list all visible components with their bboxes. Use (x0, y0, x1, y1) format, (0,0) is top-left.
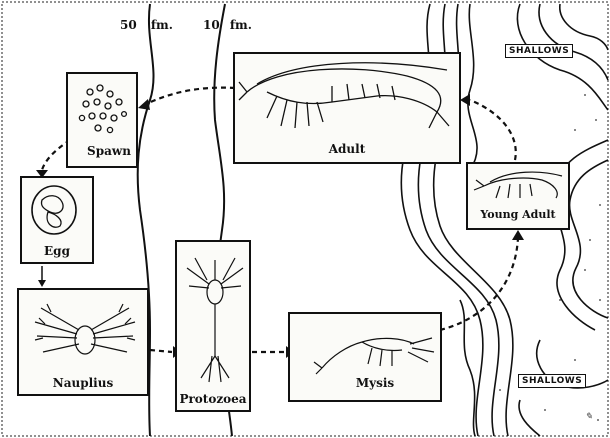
stage-box-young-adult: Young Adult (466, 162, 570, 230)
shallows-label-bottom: SHALLOWS (518, 374, 586, 388)
arrow-egg-to-nauplius-head (38, 280, 46, 287)
stage-box-egg: Egg (20, 176, 94, 264)
arrow-adult-to-spawn (142, 88, 235, 106)
stage-label-mysis: Mysis (310, 376, 440, 390)
young-adult-shrimp-icon (470, 166, 570, 210)
depth-unit-50: fm. (151, 18, 173, 32)
stage-label-young-adult: Young Adult (468, 208, 568, 221)
stage-box-nauplius: Nauplius (17, 288, 149, 396)
depth-unit-10: fm. (230, 18, 252, 32)
stage-label-protozoea: Protozoea (177, 392, 249, 406)
stage-label-adult: Adult (235, 142, 459, 156)
mysis-drawing-icon (292, 318, 442, 378)
stage-label-nauplius: Nauplius (19, 376, 147, 390)
depth-label-10: 10 fm. (203, 18, 252, 32)
stage-box-spawn: Spawn (66, 72, 138, 168)
spawn-cluster-icon (70, 78, 138, 148)
stage-label-egg: Egg (22, 244, 92, 258)
nauplius-drawing-icon (21, 294, 149, 374)
arrow-nauplius-to-protozoea (150, 350, 172, 352)
artist-signature: ✎ (585, 412, 593, 422)
stage-box-adult: Adult (233, 52, 461, 164)
stage-box-protozoea: Protozoea (175, 240, 251, 412)
adult-shrimp-icon (237, 56, 461, 140)
depth-value-10: 10 (203, 18, 220, 32)
depth-value-50: 50 (120, 18, 137, 32)
stage-label-spawn: Spawn (82, 144, 136, 158)
shallows-label-top: SHALLOWS (505, 44, 573, 58)
stage-box-mysis: Mysis (288, 312, 442, 402)
egg-drawing-icon (24, 182, 94, 242)
depth-label-50: 50 fm. (120, 18, 173, 32)
protozoea-drawing-icon (179, 246, 251, 394)
